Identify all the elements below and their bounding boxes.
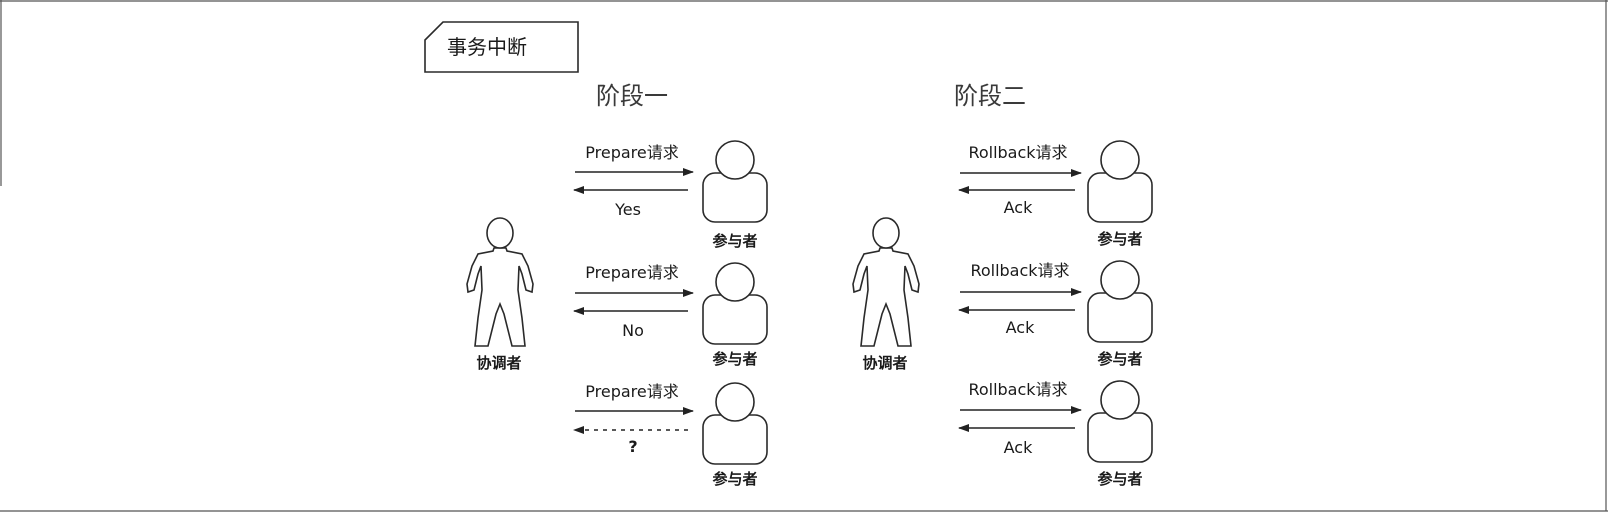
participant-head [1100, 380, 1140, 420]
response-label: Ack [1004, 198, 1033, 217]
request-label: Prepare请求 [585, 143, 678, 162]
title-tab-shape [424, 21, 579, 73]
person-figure-icon [466, 217, 534, 347]
phase-one-heading: 阶段一 [596, 82, 668, 110]
response-label: Ack [1004, 438, 1033, 457]
participant-label: 参与者 [1097, 230, 1142, 248]
phase-two-heading: 阶段二 [954, 82, 1026, 110]
phase-two: 阶段二 协调者 Rollback请求 Ack 参与者 Rollback请求 Ac… [852, 82, 1153, 488]
participant-icon [702, 382, 768, 465]
phase-one: 阶段一 协调者 Prepare请求 Yes 参与者 Prepare请求 No 参… [466, 82, 768, 488]
participant-head [1100, 140, 1140, 180]
participant-label: 参与者 [1097, 470, 1142, 488]
response-label: ? [628, 437, 637, 456]
frame-border [0, 0, 1608, 512]
participant-icon [1087, 260, 1153, 343]
request-label: Rollback请求 [968, 143, 1067, 162]
participant-label: 参与者 [712, 470, 757, 488]
coordinator-label: 协调者 [862, 354, 907, 372]
coordinator-body [466, 247, 534, 347]
participant-body [702, 294, 768, 345]
participant-body [1087, 172, 1153, 223]
coordinator-body [852, 247, 920, 347]
response-label: No [622, 321, 644, 340]
participant-head [715, 262, 755, 302]
participant-label: 参与者 [712, 350, 757, 368]
participant-icon [1087, 380, 1153, 463]
participant-body [702, 414, 768, 465]
participant-head [715, 382, 755, 422]
participant-icon [1087, 140, 1153, 223]
participant-body [1087, 412, 1153, 463]
diagram-title: 事务中断 [447, 35, 527, 59]
response-label: Yes [614, 200, 641, 219]
title-tab: 事务中断 [424, 21, 579, 73]
participant-head [715, 140, 755, 180]
participant-icon [702, 262, 768, 345]
participant-icon [702, 140, 768, 223]
coordinator-label: 协调者 [476, 354, 521, 372]
response-label: Ack [1006, 318, 1035, 337]
request-label: Rollback请求 [970, 261, 1069, 280]
participant-label: 参与者 [712, 232, 757, 250]
coordinator-head [486, 217, 514, 249]
participant-label: 参与者 [1097, 350, 1142, 368]
participant-body [702, 172, 768, 223]
request-label: Prepare请求 [585, 382, 678, 401]
person-figure-icon [852, 217, 920, 347]
coordinator-head [872, 217, 900, 249]
participant-body [1087, 292, 1153, 343]
request-label: Prepare请求 [585, 263, 678, 282]
request-label: Rollback请求 [968, 380, 1067, 399]
participant-head [1100, 260, 1140, 300]
